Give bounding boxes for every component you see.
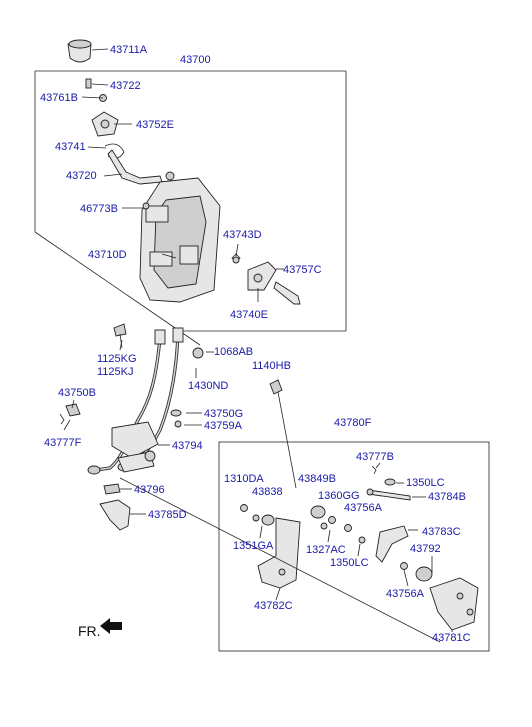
callout-43849B: 43849B [298, 473, 336, 485]
shift-knob [67, 39, 92, 63]
callout-43743D: 43743D [223, 229, 262, 241]
callout-43784B: 43784B [428, 491, 466, 503]
clip-43796 [103, 483, 121, 495]
callout-1430ND: 1430ND [188, 380, 228, 392]
callout-43756A-upper: 43756A [344, 502, 383, 514]
callout-43780F: 43780F [334, 417, 372, 429]
pivot-assembly [247, 261, 301, 305]
callout-43756A-lower: 43756A [386, 588, 425, 600]
callout-43794: 43794 [172, 440, 203, 452]
callout-43792: 43792 [410, 543, 441, 555]
mounting-bolt [113, 323, 127, 349]
clip-43777F [59, 413, 65, 425]
washer-43756A [344, 524, 352, 532]
washer-1327AC [320, 522, 328, 530]
callout-43722: 43722 [110, 80, 141, 92]
callout-43750B: 43750B [58, 387, 96, 399]
cable-bracket [111, 421, 159, 473]
callout-43761B: 43761B [40, 92, 78, 104]
washer-43750G [170, 409, 182, 417]
spring [231, 253, 241, 264]
callout-43781C: 43781C [432, 632, 471, 644]
shift-lever [107, 149, 175, 185]
washer-1350LC [384, 478, 396, 486]
callout-43750G: 43750G [204, 408, 243, 420]
callout-1310DA: 1310DA [224, 473, 264, 485]
bracket-43782C [257, 517, 301, 589]
callout-43740E: 43740E [230, 309, 268, 321]
bolt-1140HB [269, 379, 297, 489]
bushing-43849B [310, 505, 326, 519]
connection-line [119, 477, 441, 643]
callout-1125KG: 1125KG [97, 353, 137, 365]
callout-1351GA: 1351GA [233, 540, 274, 552]
callout-43838: 43838 [252, 486, 283, 498]
nut-1360GG [328, 516, 336, 524]
bracket-43785D [99, 499, 131, 531]
bracket-43781C [429, 577, 479, 631]
callout-1125KJ: 1125KJ [97, 366, 134, 378]
callout-1327AC: 1327AC [306, 544, 346, 556]
washer-1350LC-2 [358, 536, 366, 544]
callout-43796: 43796 [134, 484, 165, 496]
front-label: FR. [78, 623, 101, 639]
callout-43759A: 43759A [204, 420, 243, 432]
nut-1310DA [240, 504, 248, 512]
callout-43720: 43720 [66, 170, 97, 182]
callout-1350LC-lower: 1350LC [330, 557, 369, 569]
callout-43777F: 43777F [44, 437, 82, 449]
washer-43750B [65, 403, 81, 417]
washer-1351GA [252, 514, 260, 522]
rod-43784B [366, 488, 411, 501]
bushing-43838 [261, 514, 275, 526]
front-direction-indicator: FR. [78, 618, 122, 639]
callout-43757C: 43757C [283, 264, 322, 276]
callout-1068AB: 1068AB [214, 346, 253, 358]
bushing-43792 [415, 566, 433, 582]
callout-43782C: 43782C [254, 600, 293, 612]
callout-43752E: 43752E [136, 119, 174, 131]
shift-cables [87, 327, 184, 475]
callout-43785D: 43785D [148, 509, 187, 521]
washer-1068AB [192, 347, 204, 359]
lower-assembly-frame [218, 441, 490, 652]
callout-46773B: 46773B [80, 203, 118, 215]
callout-43783C: 43783C [422, 526, 461, 538]
callout-43741: 43741 [55, 141, 86, 153]
callout-43711A: 43711A [110, 44, 148, 56]
callout-43777B: 43777B [356, 451, 394, 463]
callout-43710D: 43710D [88, 249, 127, 261]
bolt-small [81, 94, 107, 102]
shifter-housing [139, 177, 221, 303]
spring-pin [85, 78, 92, 89]
callout-43700: 43700 [180, 54, 211, 66]
upper-assembly-frame [34, 70, 347, 346]
clip-43777B [371, 465, 377, 475]
leader-lines [63, 48, 453, 632]
nut-43756A [400, 562, 408, 570]
callout-1350LC-upper: 1350LC [406, 477, 445, 489]
lever-bracket [91, 111, 119, 137]
pin-43759A [174, 420, 182, 428]
lever-43783C [375, 525, 409, 563]
front-arrow-icon [100, 618, 122, 634]
callout-1140HB: 1140HB [252, 360, 291, 372]
callout-1360GG: 1360GG [318, 490, 360, 502]
